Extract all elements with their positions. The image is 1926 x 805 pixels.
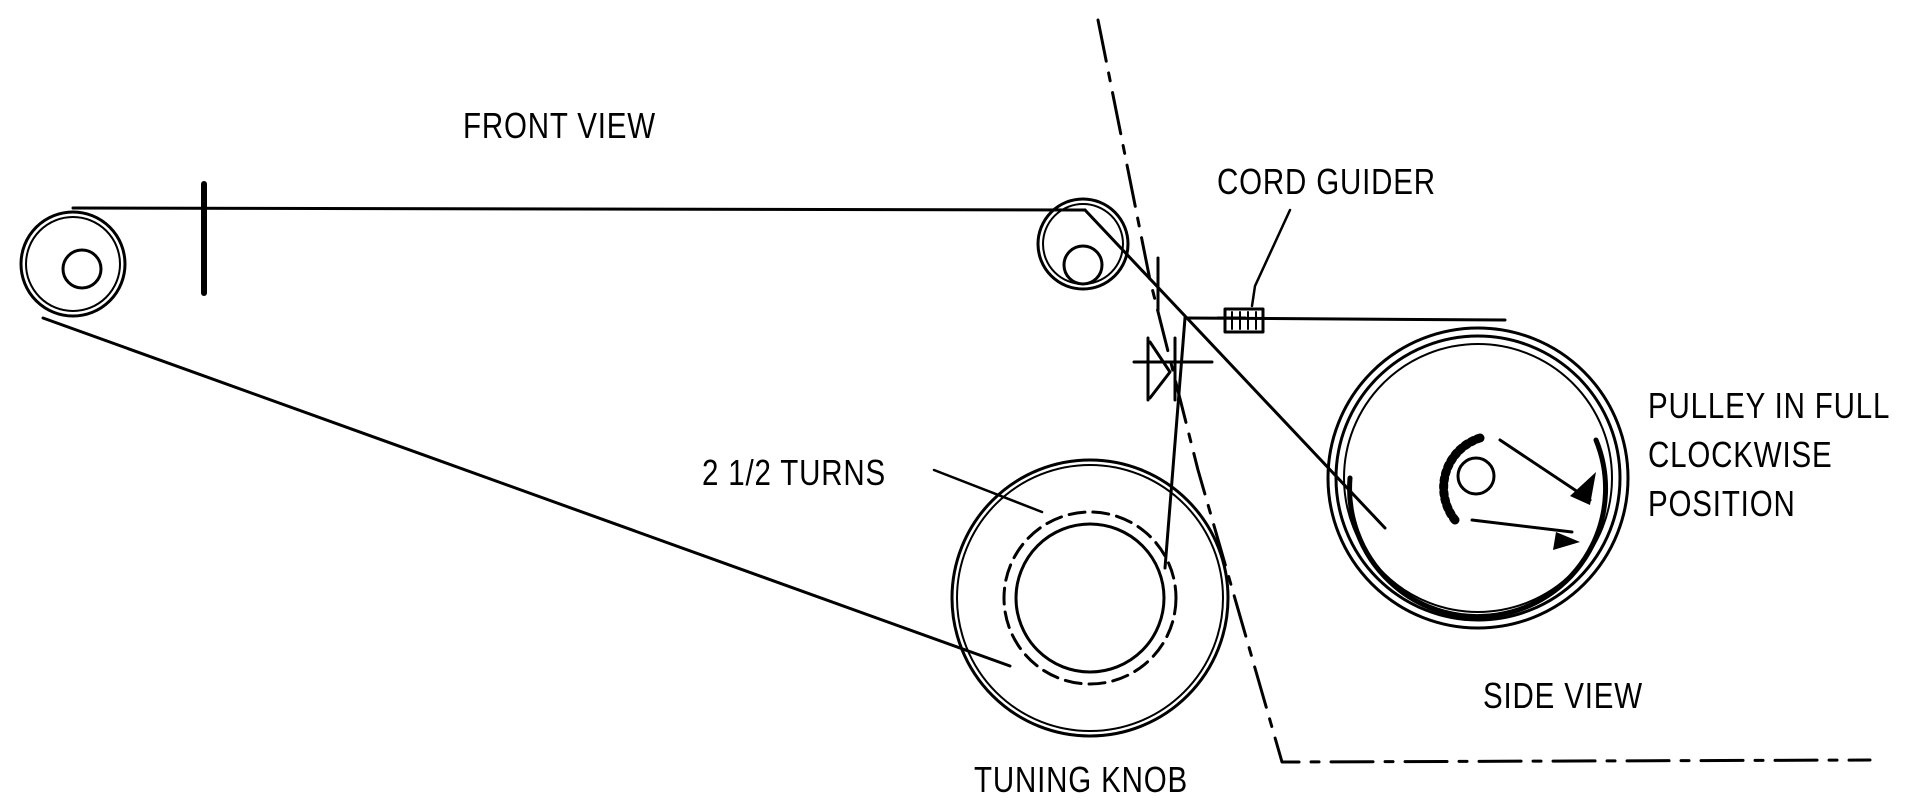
pulley-position-label-line-1: PULLEY IN FULL bbox=[1648, 385, 1891, 426]
mounting-bracket bbox=[1132, 256, 1214, 402]
tuning-knob bbox=[950, 458, 1230, 738]
left-idler-pulley bbox=[19, 210, 127, 318]
turns-label: 2 1/2 TURNS bbox=[702, 452, 887, 493]
drive-pulley bbox=[1326, 326, 1630, 630]
chassis-outline bbox=[1096, 18, 1872, 764]
pulley-position-label-line-2: CLOCKWISE bbox=[1648, 434, 1833, 475]
cord-guider-label: CORD GUIDER bbox=[1217, 161, 1436, 202]
pulley-position-label-line-3: POSITION bbox=[1648, 483, 1796, 524]
tuning-knob-label: TUNING KNOB bbox=[974, 759, 1189, 800]
side-view-label: SIDE VIEW bbox=[1483, 675, 1643, 716]
dial-cord bbox=[41, 206, 1507, 668]
front-view-label: FRONT VIEW bbox=[463, 105, 656, 146]
cord-guider bbox=[1223, 208, 1292, 334]
turns-leader bbox=[932, 468, 1044, 514]
right-idler-pulley bbox=[1036, 197, 1130, 291]
